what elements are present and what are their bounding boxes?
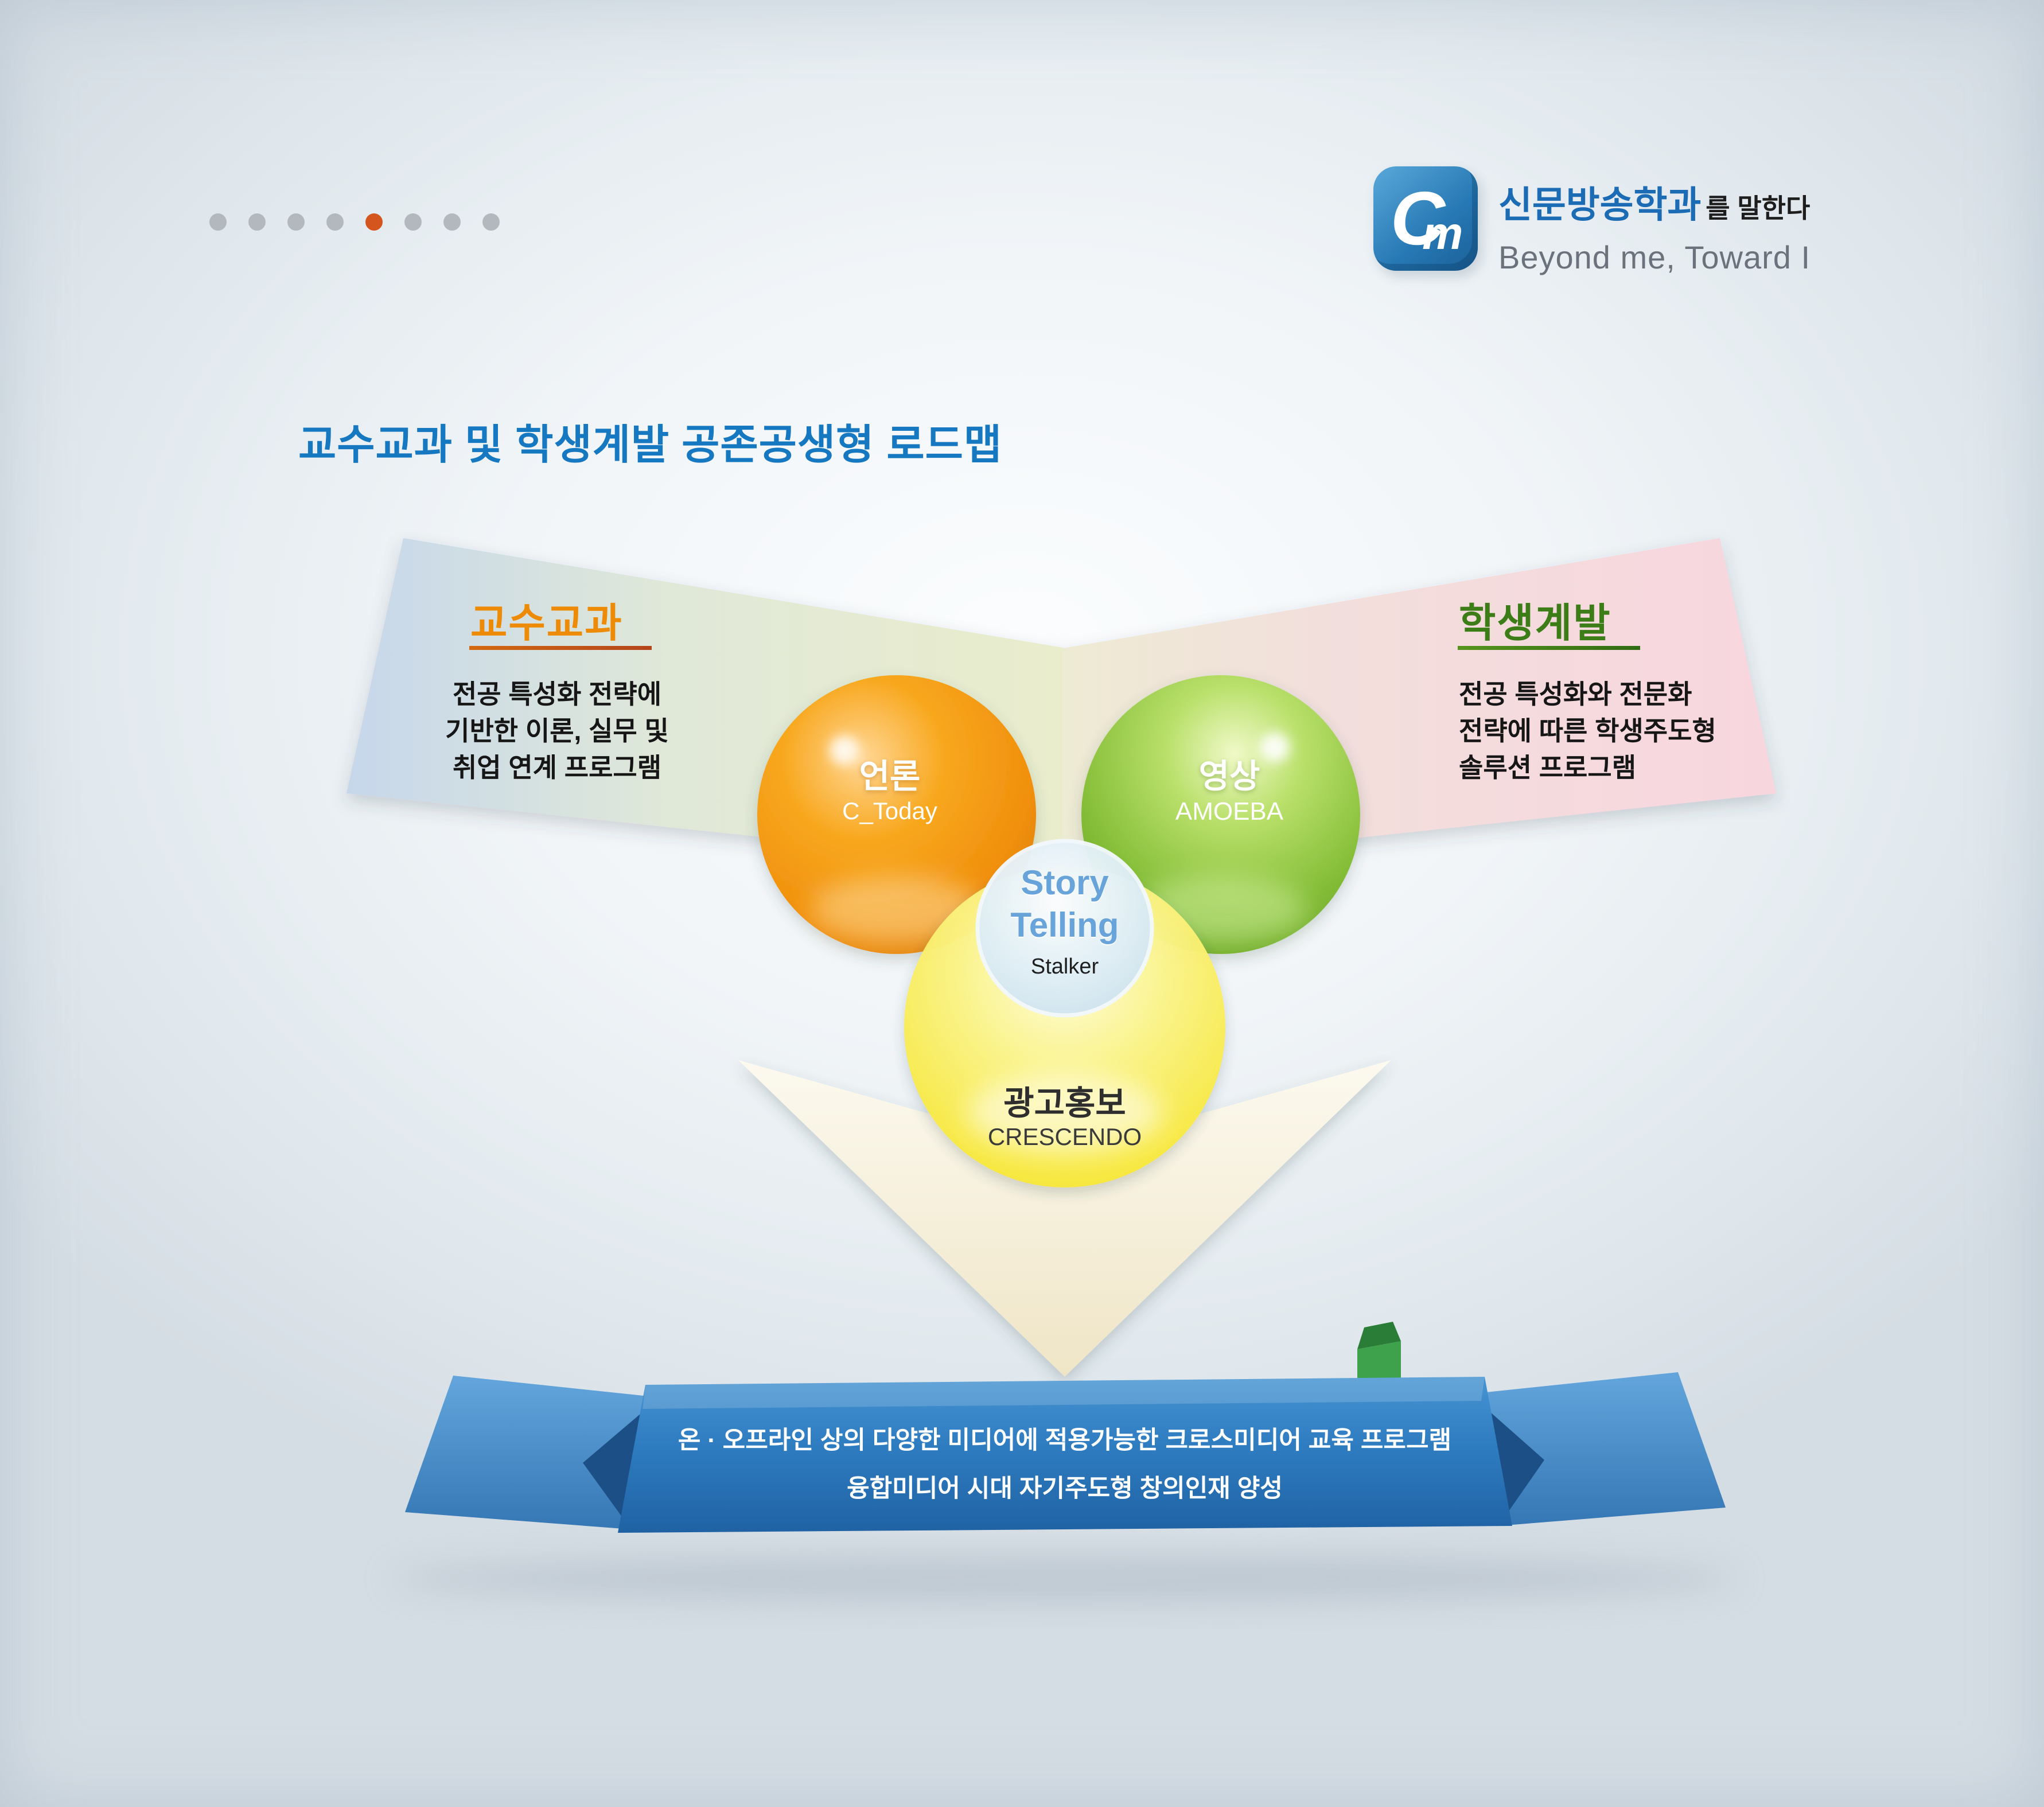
ad-circle-label: 광고홍보: [1003, 1085, 1126, 1122]
pagination-dot: [209, 213, 227, 231]
press-circle-subtitle: C_Today: [842, 797, 937, 824]
video-circle-highlight: [1260, 733, 1290, 762]
student-description-line: 전략에 따른 학생주도형: [1459, 716, 1716, 746]
ribbon-band-sheen: [643, 1377, 1485, 1409]
ribbon-bookmark-fold: [1357, 1322, 1401, 1349]
department-name-suffix: 를 말한다: [1706, 193, 1811, 223]
logo-letter-m: m: [1422, 208, 1463, 259]
department-logo-icon: C m: [1373, 166, 1478, 271]
student-banner-title: 학생계발: [1459, 601, 1611, 645]
ad-circle-subtitle: CRESCENDO: [987, 1123, 1142, 1150]
page-title: 교수교과 및 학생계발 공존공생형 로드맵: [298, 422, 1003, 468]
press-circle-glow: [811, 876, 983, 943]
student-title-underline: [1458, 646, 1640, 650]
storytelling-word2: Telling: [1010, 906, 1119, 944]
pagination-dot: [326, 213, 344, 231]
faculty-description-line: 기반한 이론, 실무 및: [445, 716, 669, 746]
ribbon-left-wing: [405, 1376, 660, 1529]
video-circle: [1081, 675, 1360, 954]
faculty-banner-title: 교수교과: [470, 601, 623, 645]
ribbon-text-line1: 온 · 오프라인 상의 다양한 미디어에 적용가능한 크로스미디어 교육 프로그…: [678, 1427, 1452, 1454]
faculty-description-line: 취업 연계 프로그램: [452, 753, 662, 782]
pagination-dot: [482, 213, 500, 231]
pagination-dot: [248, 213, 266, 231]
pagination-dot-active: [365, 213, 383, 231]
video-circle-label: 영상: [1198, 758, 1260, 795]
storytelling-word1: Story: [1021, 863, 1109, 902]
ribbon-band: [618, 1377, 1512, 1533]
department-name: 신문방송학과: [1498, 184, 1702, 225]
storytelling-circle: [975, 839, 1154, 1018]
pagination-dots: [209, 213, 500, 231]
faculty-description-line: 전공 특성화 전략에: [452, 679, 662, 709]
student-description-line: 전공 특성화와 전문화: [1459, 679, 1692, 709]
press-circle: [757, 675, 1036, 954]
pagination-dot: [443, 213, 461, 231]
storytelling-subtitle: Stalker: [1030, 955, 1099, 979]
department-tagline: Beyond me, Toward I: [1498, 239, 1811, 275]
ribbon-text-line2: 융합미디어 시대 자기주도형 창의인재 양성: [847, 1475, 1283, 1502]
press-circle-highlight: [830, 735, 859, 765]
down-arrow-shape: [738, 1060, 1391, 1377]
logo-letter-c: C: [1390, 176, 1446, 260]
student-description-line: 솔루션 프로그램: [1459, 753, 1637, 782]
student-banner-description: 전공 특성화와 전문화 전략에 따른 학생주도형 솔루션 프로그램: [1459, 676, 1716, 786]
faculty-banner-description: 전공 특성화 전략에 기반한 이론, 실무 및 취업 연계 프로그램: [445, 676, 669, 786]
video-circle-subtitle: AMOEBA: [1175, 797, 1284, 825]
ribbon-right-wing: [1470, 1372, 1726, 1526]
pagination-dot: [404, 213, 422, 231]
faculty-title-underline: [469, 646, 652, 650]
ad-circle-glow: [967, 1074, 1162, 1152]
press-circle-label: 언론: [859, 758, 921, 795]
ribbon-shadow: [388, 1555, 1742, 1603]
pagination-dot: [287, 213, 305, 231]
